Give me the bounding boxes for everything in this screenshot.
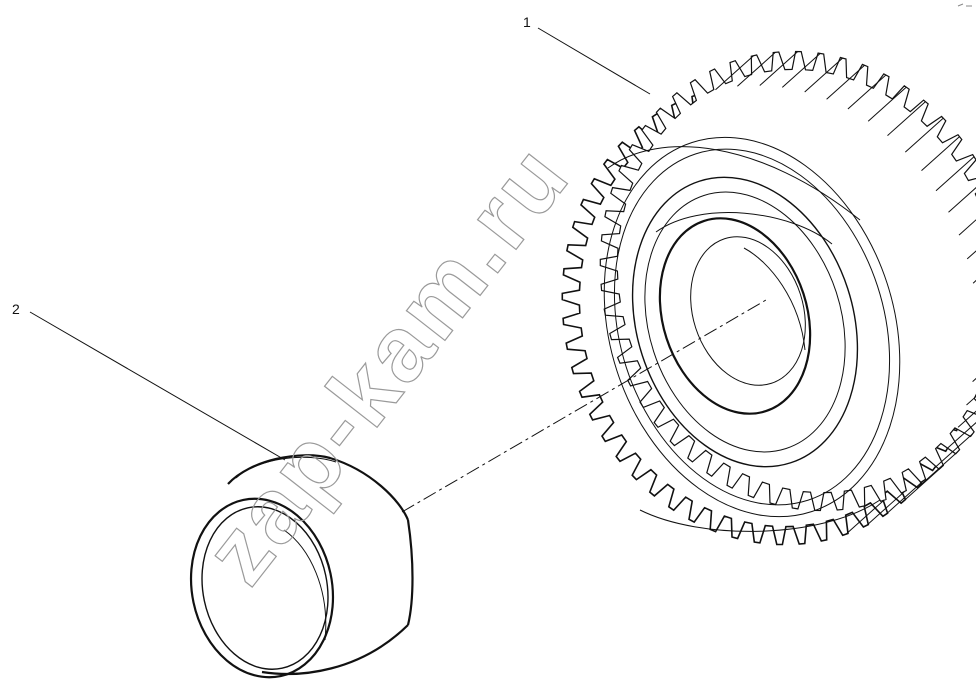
callout-leader-1 bbox=[537, 27, 651, 95]
gear-tooth-flank bbox=[947, 422, 976, 449]
gear-tooth-flank bbox=[845, 499, 885, 535]
gear-tooth-flank bbox=[919, 451, 959, 486]
gear-back-teeth bbox=[599, 50, 976, 535]
gear-bore-back bbox=[690, 236, 806, 386]
callout-label-1: 1 bbox=[523, 14, 531, 30]
gear-tooth-flank bbox=[935, 156, 975, 192]
gear-tooth-flank bbox=[866, 491, 905, 526]
corner-mark-icon bbox=[957, 3, 972, 7]
gear-tooth-flank bbox=[759, 51, 799, 86]
gear-tooth-flank bbox=[903, 466, 943, 502]
bushing-inner-bore bbox=[283, 529, 327, 641]
gear-tooth-flank bbox=[847, 74, 887, 110]
watermark-text: zap-kam.ru bbox=[185, 125, 589, 602]
gear-face-chamfer bbox=[607, 146, 861, 221]
gear-hub-ring bbox=[644, 191, 846, 453]
gear-tooth-flank bbox=[958, 219, 976, 236]
gear-tooth-flank bbox=[934, 433, 974, 469]
gear-bore-front bbox=[658, 217, 812, 415]
gear-hub-step bbox=[655, 212, 833, 245]
bushing-front-inner bbox=[201, 506, 329, 670]
gear-tooth-flank bbox=[781, 53, 821, 88]
gear-tooth-flank bbox=[826, 64, 865, 100]
gear-tooth-flank bbox=[737, 51, 776, 87]
gear-face-chamfer-2 bbox=[639, 499, 881, 532]
gear-tooth-flank bbox=[948, 187, 976, 213]
gear-tooth-flank bbox=[867, 86, 907, 122]
callout-label-2: 2 bbox=[12, 301, 20, 317]
bushing-icon bbox=[189, 454, 414, 679]
gear-tooth-flank bbox=[957, 410, 976, 428]
gear-tooth-flank bbox=[966, 250, 976, 260]
assembly-axis bbox=[401, 299, 767, 513]
bushing-outer-bottom bbox=[261, 624, 409, 675]
callout-leader-2 bbox=[29, 311, 286, 461]
gear-tooth-flank bbox=[966, 395, 976, 406]
gear-tooth-flank bbox=[715, 55, 754, 91]
gear-tooth-flank bbox=[885, 480, 925, 515]
gear-face-outer-ring bbox=[603, 136, 901, 518]
gear-icon bbox=[561, 50, 976, 546]
gear-bore-inner-shadow bbox=[743, 247, 806, 351]
gear-tooth-flank bbox=[921, 136, 960, 171]
gear-tooth-flank bbox=[804, 57, 844, 93]
bushing-right-edge bbox=[406, 519, 414, 626]
gear-tooth-flank bbox=[887, 101, 926, 136]
gear-hub-outer bbox=[631, 176, 859, 468]
bushing-front-rim bbox=[189, 497, 335, 679]
gear-tooth-flank bbox=[904, 117, 944, 153]
gear-face-ring-2 bbox=[613, 148, 891, 506]
